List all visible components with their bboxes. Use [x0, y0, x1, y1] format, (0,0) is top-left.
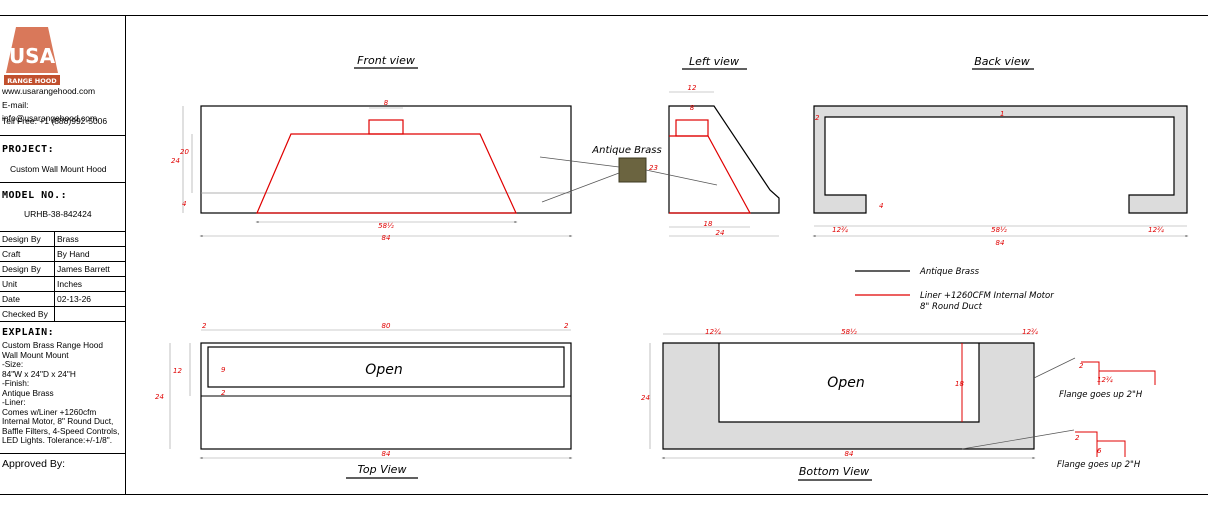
dim-label: 12¾	[1148, 226, 1164, 234]
frame-top-border	[0, 15, 1208, 16]
svg-text:USA: USA	[9, 44, 56, 68]
back-view: Back view 2 1 4 12¾ 58½ 12¾ 84	[812, 55, 1189, 247]
dim-label: 2	[1079, 362, 1084, 370]
dim-label: 2	[564, 322, 569, 330]
left-duct	[675, 119, 709, 137]
dim-label: 84	[382, 450, 391, 458]
flange-detail-2: 2 6 Flange goes up 2"H	[961, 429, 1141, 470]
dim-label: 24	[171, 157, 180, 165]
legend-red-label-2: 8" Round Duct	[920, 302, 983, 312]
top-view: Open 80 2 2 9 2 12 24 84 Top View	[155, 322, 573, 479]
approved-by-label: Approved By:	[2, 458, 66, 470]
top-view-title: Top View	[358, 463, 407, 476]
front-view-title: Front view	[357, 54, 415, 67]
top-open-label: Open	[365, 362, 402, 378]
left-view-title: Left view	[689, 55, 739, 68]
dim-label: 1	[1000, 110, 1004, 118]
antique-brass-callout: Antique Brass	[539, 145, 718, 203]
project-value: Custom Wall Mount Hood	[10, 164, 107, 174]
front-hood-outline	[200, 105, 572, 214]
dim-label: 12¾	[832, 226, 848, 234]
left-view: Left view 12 8 23 18 24	[649, 55, 780, 237]
dim-label: 84	[845, 450, 854, 458]
dim-label: 6	[1097, 447, 1102, 455]
dim-label: 8	[384, 99, 389, 107]
drawing-area: Front view 8 58½ 84 24 20 4 Left view 12…	[155, 54, 1189, 481]
dim-label: 58½	[991, 226, 1007, 234]
dim-label: 12	[173, 367, 182, 375]
company-email: E-mail: info@usarangehood.com	[2, 100, 98, 123]
dim-label: 18	[704, 220, 713, 228]
divider	[0, 135, 125, 136]
dim-label: 8	[690, 104, 695, 112]
front-view: Front view 8 58½ 84 24 20 4	[171, 54, 573, 242]
dim-label: 4	[182, 200, 186, 208]
dim-label: 2	[1075, 434, 1080, 442]
bottom-view-title: Bottom View	[799, 465, 869, 478]
flange-note-1: Flange goes up 2"H	[1059, 390, 1143, 400]
bottom-hood-outline	[662, 342, 1035, 450]
dim-label: 58½	[841, 328, 857, 336]
dim-label: 12¾	[1097, 376, 1113, 384]
model-label: MODEL NO.:	[2, 190, 68, 201]
explain-label: EXPLAIN:	[2, 327, 55, 338]
dim-label: 2	[815, 114, 820, 122]
divider	[0, 182, 125, 183]
legend-red-label-1: Liner +1260CFM Internal Motor	[920, 291, 1054, 301]
title-block: USA RANGE HOOD www.usarangehood.com E-ma…	[0, 15, 126, 494]
left-liner	[669, 135, 752, 214]
flange-detail-1: 2 12¾ Flange goes up 2"H	[1033, 357, 1156, 400]
back-view-title: Back view	[974, 55, 1030, 68]
dim-label: 2	[221, 389, 226, 397]
svg-text:RANGE HOOD: RANGE HOOD	[7, 77, 57, 85]
top-opening	[207, 346, 565, 388]
dim-label: 84	[996, 239, 1005, 247]
dim-label: 23	[649, 164, 658, 172]
left-hood-outline	[668, 105, 780, 214]
frame-bottom-border	[0, 494, 1208, 495]
table-row: Checked By	[0, 306, 125, 322]
dim-label: 20	[180, 148, 189, 156]
dim-label: 4	[879, 202, 883, 210]
dim-label: 12¾	[1022, 328, 1038, 336]
bottom-open-label: Open	[827, 375, 864, 391]
dim-label: 24	[716, 229, 725, 237]
dim-label: 9	[221, 366, 226, 374]
dim-label: 24	[641, 394, 650, 402]
project-label: PROJECT:	[2, 144, 55, 155]
model-value: URHB-38-842424	[24, 209, 92, 219]
dim-label: 80	[382, 322, 391, 330]
back-hood-outline	[813, 105, 1188, 214]
usa-range-hood-logo: USA RANGE HOOD	[4, 27, 60, 85]
antique-brass-label: Antique Brass	[591, 145, 661, 156]
dim-label: 2	[202, 322, 207, 330]
legend-black-label: Antique Brass	[919, 267, 980, 277]
company-phone: Tell Free: +1 (888)992-5006	[2, 116, 108, 126]
bottom-view: Open 12¾ 58½ 12¾ 18 24 84 Bottom View	[641, 328, 1038, 481]
dim-label: 18	[955, 380, 964, 388]
dim-label: 58½	[378, 222, 394, 230]
flange-note-2: Flange goes up 2"H	[1057, 460, 1141, 470]
dim-label: 84	[382, 234, 391, 242]
dim-label: 24	[155, 393, 164, 401]
company-website: www.usarangehood.com	[2, 86, 96, 96]
legend: Antique Brass Liner +1260CFM Internal Mo…	[855, 267, 1054, 312]
front-liner	[256, 133, 517, 214]
brass-swatch	[618, 157, 647, 183]
dim-label: 12¾	[705, 328, 721, 336]
divider	[0, 453, 125, 454]
dim-label: 12	[688, 84, 697, 92]
front-duct	[368, 119, 404, 135]
